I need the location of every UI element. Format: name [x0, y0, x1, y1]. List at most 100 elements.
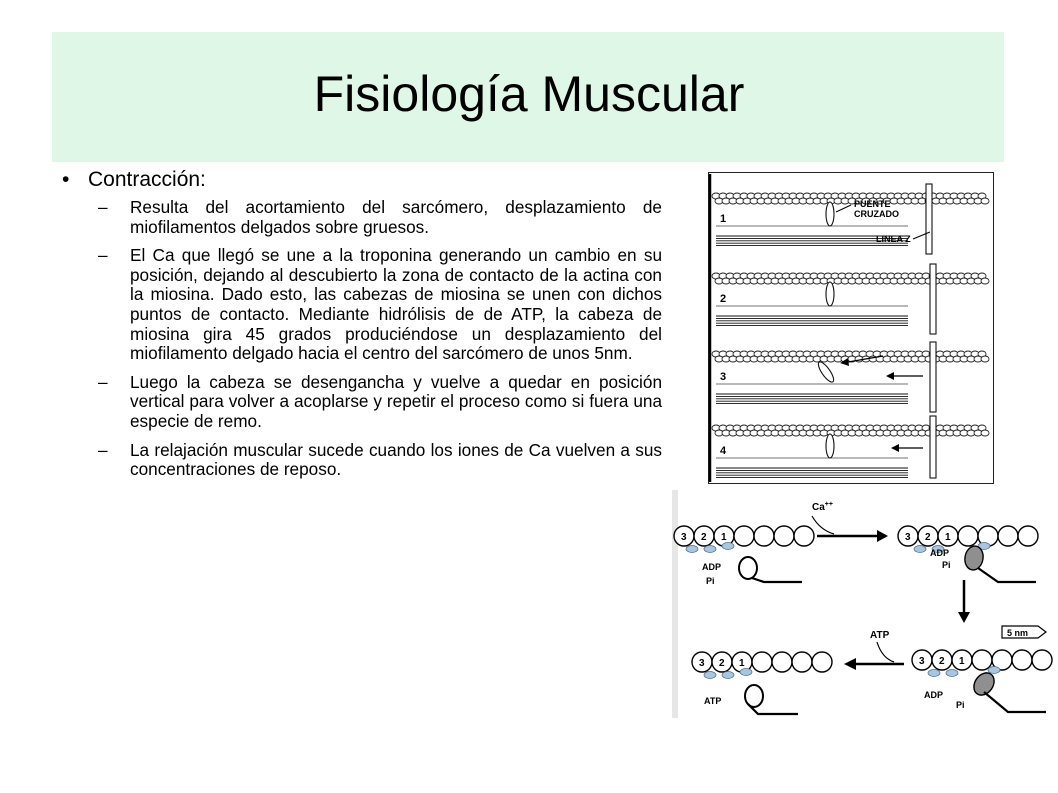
sub-bullet-3: – Luego la cabeza se desengancha y vuelv…	[62, 371, 662, 432]
troponin	[987, 666, 1001, 674]
myosin-head	[738, 556, 758, 580]
myosin-head	[744, 684, 764, 708]
binding-site-number: 3	[681, 532, 687, 543]
actin-monomer	[751, 651, 773, 673]
actin-monomer	[997, 525, 1019, 547]
atp-arrow-label: ATP	[870, 630, 890, 641]
myosin-head	[964, 545, 984, 571]
sarcomere-panel: 4	[711, 415, 990, 479]
binding-site-number: 1	[959, 656, 965, 667]
z-line	[929, 263, 937, 335]
actin-monomer	[771, 651, 793, 673]
ca-arrowhead	[877, 530, 888, 542]
troponin	[931, 545, 945, 553]
actin-bead	[980, 355, 990, 363]
dash-marker: –	[98, 439, 108, 460]
main-bullet-text: Contracción:	[88, 168, 206, 191]
sub-bullet-text: El Ca que llegó se une a la troponina ge…	[130, 245, 662, 364]
figure-left-edge	[672, 490, 678, 718]
panel-number: 4	[720, 445, 727, 457]
sarcomere-panels: 1 2 3 4	[711, 183, 990, 479]
troponin	[703, 671, 717, 679]
adp-label: ADP	[702, 562, 721, 572]
atp-label: ATP	[704, 696, 721, 706]
myosin-neck	[747, 703, 798, 716]
binding-site-number: 3	[919, 656, 925, 667]
5nm-box	[1001, 625, 1047, 639]
down-arrowhead	[958, 612, 970, 623]
actin-bead	[980, 277, 990, 285]
actin-bead	[980, 429, 990, 437]
linea-z-pointer	[912, 231, 931, 240]
title-bar	[52, 32, 1004, 162]
myosin-head	[973, 672, 995, 696]
dash-marker: –	[98, 371, 108, 392]
adp-label: ADP	[924, 690, 943, 700]
troponin	[913, 545, 927, 553]
myosin-neck	[983, 691, 1046, 714]
actin-monomer	[957, 525, 979, 547]
adp-label: ADP	[930, 548, 949, 558]
binding-site-number: 2	[939, 656, 945, 667]
5nm-label: 5 nm	[1007, 628, 1028, 638]
pi-label: Pi	[956, 700, 965, 710]
atp-arrowhead	[844, 658, 856, 670]
figure-frame	[708, 172, 994, 484]
troponin	[721, 542, 735, 550]
binding-site-number: 1	[945, 532, 951, 543]
dash-marker: –	[98, 245, 108, 266]
troponin	[703, 545, 717, 553]
troponin	[685, 545, 699, 553]
z-line	[929, 415, 937, 479]
sub-bullet-1: – Resulta del acortamiento del sarcómero…	[62, 197, 662, 237]
panel-number: 3	[720, 371, 726, 383]
puente-pointer	[835, 204, 852, 213]
label-cruzado: CRUZADO	[854, 209, 899, 219]
movement-arrowhead	[886, 372, 894, 380]
actin-monomer	[791, 651, 813, 673]
myosin-neck	[977, 567, 1036, 584]
slide-title: Fisiología Muscular	[313, 66, 745, 122]
label-linea-z: LINEA Z	[876, 234, 911, 244]
actin-monomer	[1031, 649, 1053, 671]
crossbridge-head	[817, 361, 835, 383]
troponin	[739, 668, 753, 676]
atp-curve	[876, 641, 895, 663]
actin-monomer	[793, 525, 815, 547]
actin-monomer	[733, 525, 755, 547]
troponin	[721, 671, 735, 679]
panel-number: 2	[720, 293, 726, 305]
actin-bead	[980, 197, 990, 205]
main-bullet: • Contracción:	[62, 168, 662, 192]
binding-site-number: 2	[925, 532, 931, 543]
panel-number: 1	[720, 213, 726, 225]
binding-site-number: 1	[721, 532, 727, 543]
bullet-marker: •	[62, 168, 70, 191]
movement-arrowhead	[891, 444, 899, 452]
pi-label: Pi	[942, 560, 951, 570]
sub-bullet-2: – El Ca que llegó se une a la troponina …	[62, 245, 662, 364]
ca-curve	[811, 515, 835, 535]
sarcomere-panel: 3	[711, 341, 990, 413]
sarcomere-panel: 2	[711, 263, 990, 335]
sub-bullet-4: – La relajación muscular sucede cuando l…	[62, 439, 662, 480]
movement-arrow	[847, 355, 884, 363]
actin-monomer	[1011, 649, 1033, 671]
troponin	[977, 542, 991, 550]
binding-site-number: 3	[905, 532, 911, 543]
actin-monomer	[971, 649, 993, 671]
movement-arrowhead	[840, 358, 849, 366]
actin-monomer	[753, 525, 775, 547]
crossbridge-head	[825, 281, 835, 307]
sub-bullet-text: Resulta del acortamiento del sarcómero, …	[130, 197, 662, 237]
z-line	[925, 183, 933, 255]
slide-content: • Contracción: – Resulta del acortamient…	[62, 168, 662, 489]
actin-monomer	[811, 651, 833, 673]
myosin-neck	[751, 576, 802, 584]
